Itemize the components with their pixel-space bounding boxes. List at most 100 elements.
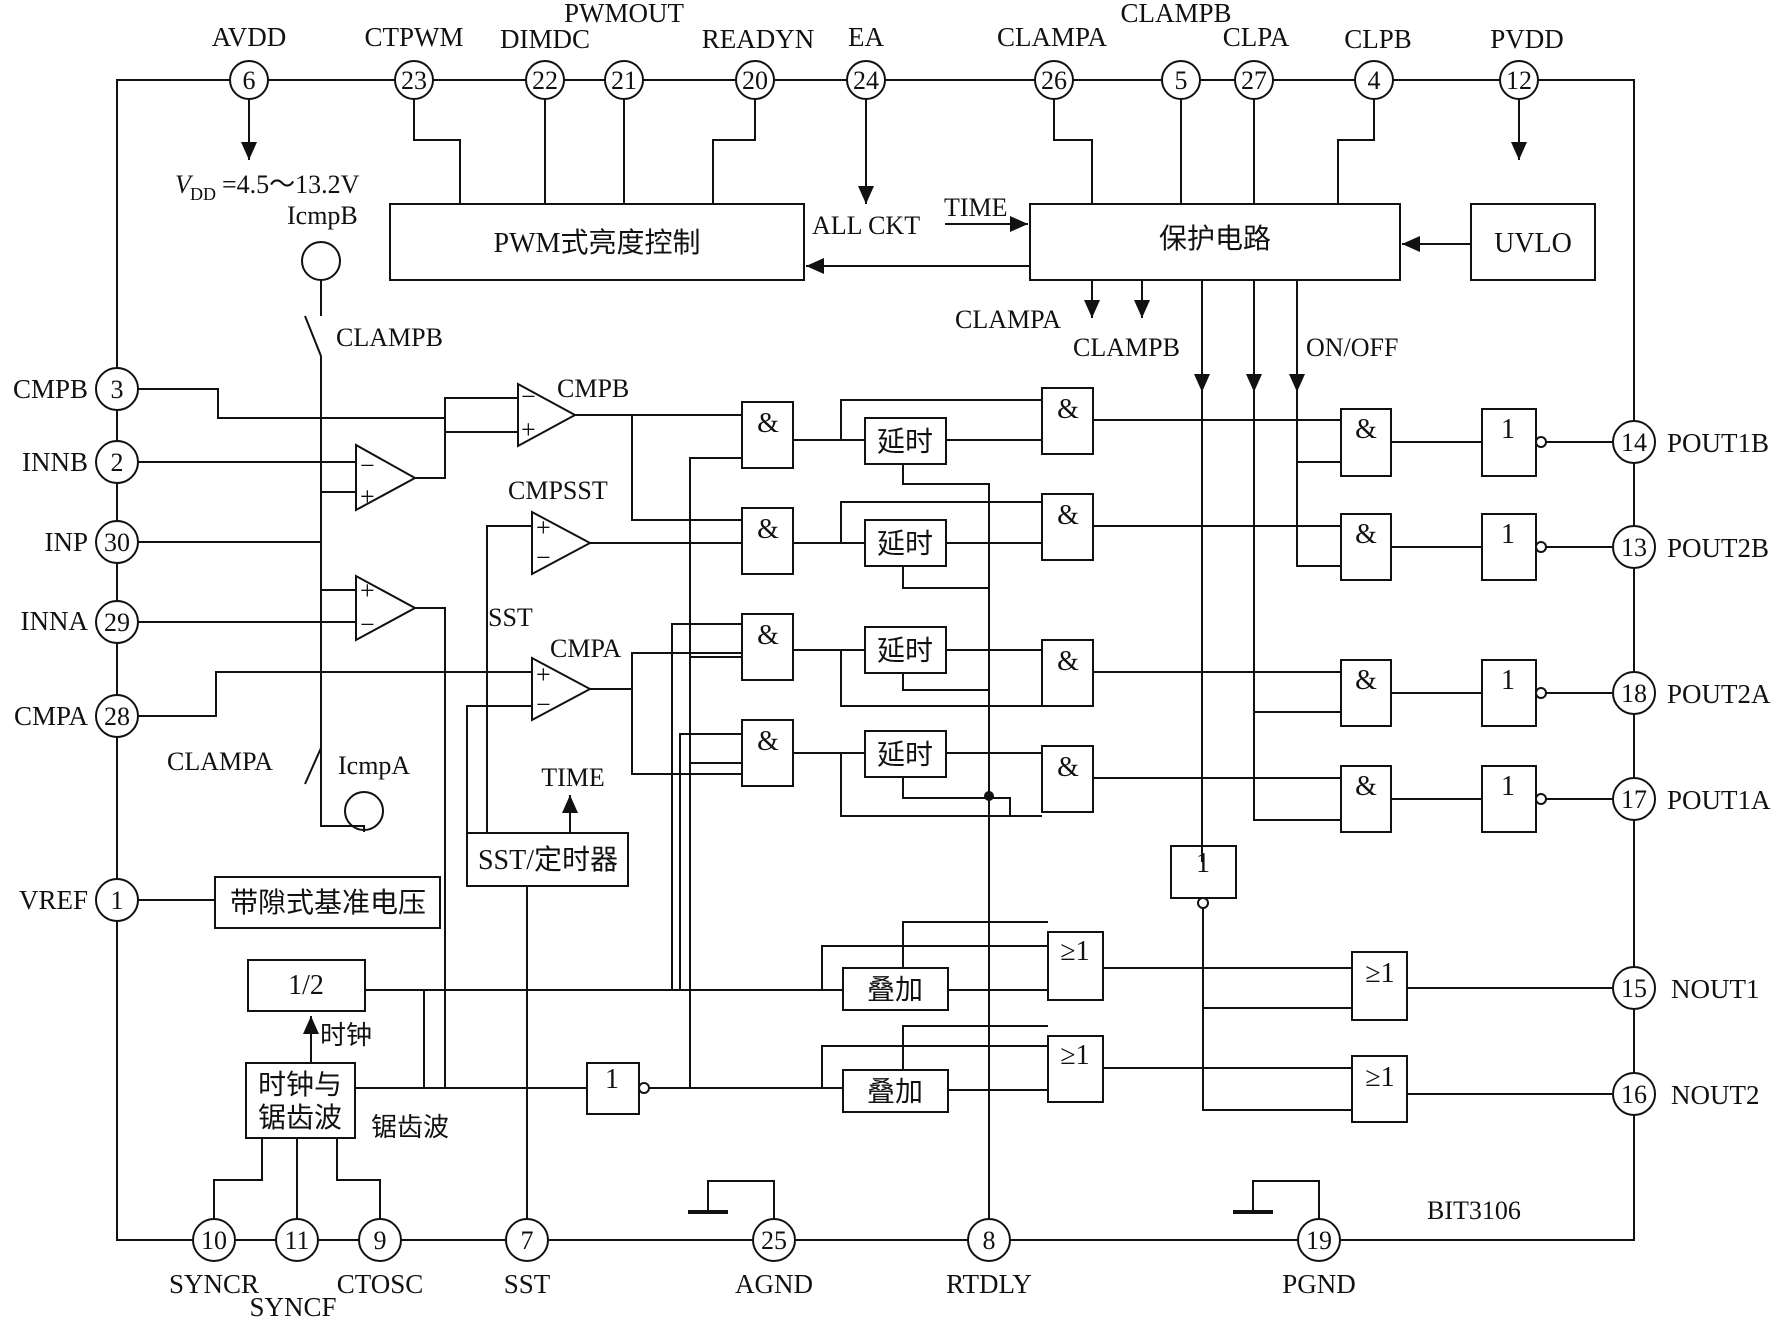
pin-24-num: 24 [853,66,879,95]
onoff-label: ON/OFF [1306,333,1398,362]
pin-25-label: AGND [735,1269,813,1299]
pin-29-num: 29 [104,608,130,637]
error-amp-a [355,574,418,642]
clock-label-2: 锯齿波 [258,1102,342,1134]
pin-27-num: 27 [1241,66,1267,95]
or-sym-4: ≥1 [1365,1062,1394,1093]
pin-17 [1612,777,1656,821]
or-sym-3: ≥1 [1365,958,1394,989]
svg-text:−: − [360,610,375,639]
pin-10-label: SYNCR [169,1269,259,1299]
pin-26 [1034,60,1074,100]
and-sym-1: & [757,408,779,439]
pin-27 [1234,60,1274,100]
comparator-cmpb [517,382,578,448]
pin-11 [275,1218,319,1262]
and-sym-3: & [757,620,779,651]
pin-13-label: POUT2B [1667,533,1769,563]
icmpb-label: IcmpB [287,201,358,230]
pin-4 [1354,60,1394,100]
pin-15-label: NOUT1 [1671,974,1760,1004]
sst-timer-label: SST/定时器 [478,844,618,876]
svg-text:+: + [536,513,551,542]
pin-25 [752,1218,796,1262]
pin-27-label: CLPA [1223,22,1290,52]
pin-13 [1612,525,1656,569]
delay-label-4: 延时 [877,739,933,771]
pin-16-label: NOUT2 [1671,1080,1760,1110]
svg-text:+: + [536,660,551,689]
or-gate-1 [1047,931,1104,1001]
bandgap-label: 带隙式基准电压 [230,887,426,919]
and-sym-10: & [1355,519,1377,550]
delay-label-1: 延时 [877,426,933,458]
and-sym-4: & [757,726,779,757]
pin-14 [1612,420,1656,464]
pin-2 [95,440,139,484]
divide-by-2-block [247,959,366,1012]
not-sym-4: 1 [1501,771,1515,802]
svg-text:+: + [521,415,536,444]
pin-10 [192,1218,236,1262]
and-sym-6: & [1057,500,1079,531]
pin-5-num: 5 [1175,66,1188,95]
pin-5 [1161,60,1201,100]
pin-22-num: 22 [532,66,558,95]
pin-6 [229,60,269,100]
cmpsst-output-label: CMPSST [508,476,608,505]
pwm-dimming-block [389,203,805,281]
icmpa-label: IcmpA [338,751,410,780]
protect-block-label: 保护电路 [1159,223,1271,255]
not-sym-onoff: 1 [1196,848,1210,879]
pin-4-num: 4 [1368,66,1381,95]
clampb-out-label: CLAMPB [1073,333,1180,362]
pin-12-label: PVDD [1490,24,1564,54]
pin-14-num: 14 [1621,428,1647,457]
and-sym-7: & [1057,646,1079,677]
pin-30-label: INP [44,527,88,557]
or-sym-1: ≥1 [1060,936,1089,967]
pin-13-num: 13 [1621,533,1647,562]
pin-3-label: CMPB [13,374,88,404]
clock-label-1: 时钟与 [258,1069,342,1101]
overlay-label-1: 叠加 [867,975,923,1006]
pin-29 [95,600,139,644]
clampb-switch-label: CLAMPB [336,323,443,352]
pin-20-num: 20 [742,66,768,95]
pin-20-label: READYN [702,24,815,54]
svg-text:+: + [360,576,375,605]
pin-8-num: 8 [983,1226,996,1255]
pin-22-label: DIMDC [500,24,590,54]
svg-text:−: − [536,690,551,719]
pin-3 [95,367,139,411]
pin-21-label: PWMOUT [564,0,685,28]
pin-1-label: VREF [19,885,88,915]
pin-4-label: CLPB [1344,24,1412,54]
clampa-switch-label: CLAMPA [167,747,273,776]
clock-sawtooth-block [245,1062,356,1139]
pin-29-label: INNA [21,606,89,636]
part-number: BIT3106 [1427,1196,1521,1225]
and-gate-1b [741,401,794,469]
uvlo-block [1470,203,1596,281]
and-gate-2a [741,613,794,681]
cmpa-output-label: CMPA [550,634,622,663]
clock-signal-label: 时钟 [320,1021,372,1050]
div2-label: 1/2 [288,970,324,1001]
vdd-v: V [175,170,194,199]
pwm-block-label: PWM式亮度控制 [494,227,701,259]
time-in-label: TIME [944,193,1008,222]
not-sym-3: 1 [1501,665,1515,696]
pin-18-label: POUT2A [1667,679,1771,709]
pin-7-num: 7 [521,1226,534,1255]
and-sym-11: & [1355,665,1377,696]
pin-3-num: 3 [111,375,124,404]
not-sym-1: 1 [1501,414,1515,445]
pin-24-label: EA [848,22,884,52]
pin-25-num: 25 [761,1226,787,1255]
pin-6-label: AVDD [212,22,287,52]
pin-8-label: RTDLY [946,1269,1032,1299]
pin-12 [1499,60,1539,100]
pin-19-label: PGND [1282,1269,1356,1299]
pin-9 [358,1218,402,1262]
